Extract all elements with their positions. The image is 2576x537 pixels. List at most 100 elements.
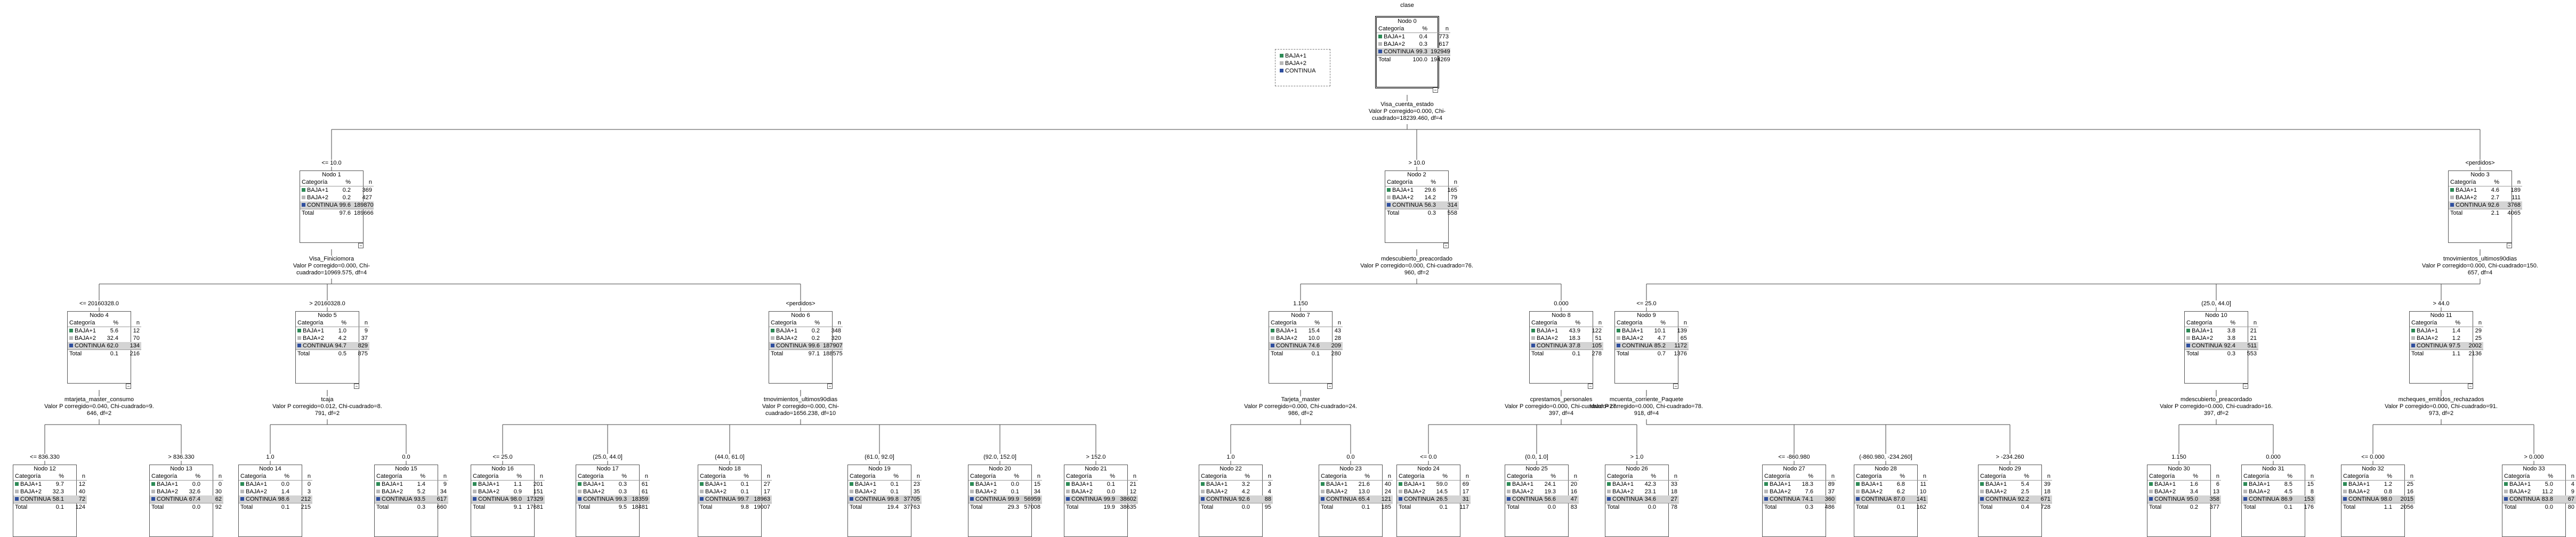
category-swatch	[376, 497, 380, 501]
category-pct: 4.2	[338, 335, 346, 341]
category-n: 51	[1595, 335, 1602, 341]
category-pct: 6.8	[1896, 481, 1905, 487]
category-pct: 1.2	[2452, 335, 2460, 341]
category-swatch	[771, 336, 774, 340]
collapse-toggle-icon[interactable]: −	[1588, 384, 1593, 389]
category-pct: 0.3	[1419, 41, 1427, 47]
category-label: BAJA+2	[975, 489, 997, 495]
node-table-header: %	[1095, 473, 1117, 481]
collapse-toggle-icon[interactable]: −	[1443, 243, 1449, 248]
edge-label: 1.0	[233, 454, 308, 461]
collapse-toggle-icon[interactable]: −	[2507, 243, 2512, 248]
collapse-toggle-icon[interactable]: −	[2243, 384, 2248, 389]
node-title: Nodo 3	[2470, 172, 2490, 178]
category-swatch	[700, 490, 704, 493]
total-cell: 280	[1321, 349, 1343, 357]
collapse-toggle-icon[interactable]: −	[358, 243, 364, 248]
node-table-header: Categoría	[1199, 473, 1230, 481]
category-n: 23	[913, 481, 920, 487]
node-title: Nodo 24	[1417, 466, 1440, 472]
collapse-toggle-icon[interactable]: −	[1327, 384, 1333, 389]
node-table-header: Categoría	[2341, 473, 2372, 481]
split-line: tcaja	[321, 396, 334, 403]
node-table-header: %	[1885, 473, 1907, 481]
category-n: 56959	[1021, 495, 1042, 503]
category-label: BAJA+1	[1985, 481, 2007, 487]
category-pct: 0.0	[1011, 481, 1019, 487]
total-cell: Total	[150, 503, 181, 511]
category-pct: 0.2	[811, 335, 820, 341]
node-table-header: n	[523, 473, 545, 481]
node-title: Nodo 1	[322, 172, 341, 178]
total-cell: 0.1	[1885, 503, 1907, 511]
total-cell: Total	[239, 503, 270, 511]
collapse-toggle-icon[interactable]: −	[354, 384, 359, 389]
category-label: BAJA+2	[478, 489, 500, 495]
category-pct: 1.6	[2190, 481, 2198, 487]
node-table-header: %	[1794, 473, 1815, 481]
total-cell: 176	[2294, 503, 2315, 511]
category-label: BAJA+1	[1622, 328, 1644, 334]
category-n: 10	[1919, 489, 1926, 495]
collapse-toggle-icon[interactable]: −	[1433, 87, 1438, 93]
legend-label: CONTINUA	[1285, 68, 1316, 74]
collapse-toggle-icon[interactable]: −	[126, 384, 131, 389]
edge-label: 1.0	[1193, 454, 1268, 461]
node-table-header: n	[2031, 473, 2052, 481]
node-table-header: n	[1251, 473, 1273, 481]
split-line: cuadrado=18239.460, df=4	[1371, 115, 1443, 121]
collapse-toggle-icon[interactable]: −	[2468, 384, 2473, 389]
category-label: CONTINUA	[1537, 343, 1568, 349]
category-n: 511	[2237, 342, 2258, 350]
category-swatch	[302, 196, 305, 199]
edge-label: <= 25.0	[1609, 300, 1684, 307]
collapse-toggle-icon[interactable]: −	[1673, 384, 1678, 389]
category-label: CONTINUA	[1770, 496, 1800, 502]
category-n: 111	[2512, 194, 2521, 201]
edge-label: > -234.260	[1973, 454, 2047, 461]
collapse-toggle-icon[interactable]: −	[827, 384, 833, 389]
